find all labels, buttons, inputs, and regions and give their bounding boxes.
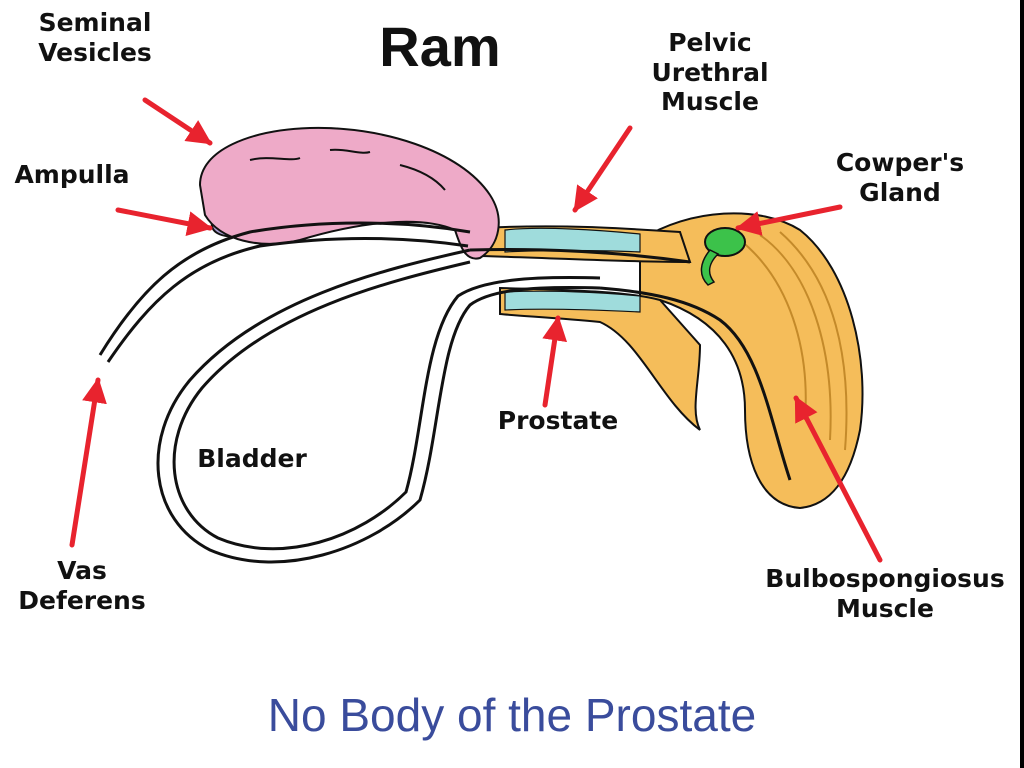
arrow-vas-deferens [69,377,107,548]
urethra-upper-line [469,248,691,264]
label-seminal-vesicles: Seminal Vesicles [20,8,170,67]
arrow-prostate [542,315,568,408]
bladder-inner-wall [172,260,601,551]
lower-prostate-lining [504,290,641,313]
urethra-lower-line [599,286,792,481]
arrow-bulbospongiosus-muscle [793,395,883,563]
bulbospongiosus-fiber [779,231,848,451]
diagram-title: Ram [379,15,501,78]
label-line: Cowper's [835,148,965,177]
frame-border [1020,0,1024,768]
label-line: Urethral [651,57,769,87]
label-line: Muscle [661,87,759,116]
label-line: Pelvic [668,28,752,57]
label-vas-deferens: Vas Deferens [4,556,160,615]
label-line: Gland [859,177,941,207]
label-line: Bladder [197,444,307,473]
seminal-vesicles-fold [329,148,371,154]
arrow-seminal-vesicles [142,97,213,146]
label-line: Vesicles [38,37,152,67]
label-cowpers-gland: Cowper's Gland [820,148,980,207]
vas-deferens-line [98,221,471,356]
label-ampulla: Ampulla [4,160,140,190]
label-line: Deferens [18,585,146,615]
arrow-pelvic-urethral-muscle [572,125,633,213]
label-line: Vas [57,556,107,585]
label-pelvic-urethral-muscle: Pelvic Urethral Muscle [630,28,790,117]
label-bulbospongiosus-muscle: Bulbospongiosus Muscle [750,564,1020,623]
label-line: Muscle [836,593,934,623]
diagram-caption: No Body of the Prostate [267,689,757,741]
arrow-cowpers-gland [735,204,843,236]
bulbospongiosus-fiber [739,239,807,421]
label-bladder: Bladder [182,444,322,474]
bulbospongiosus-fiber [759,234,832,441]
label-line: Prostate [497,406,619,435]
seminal-vesicles-fold [399,164,446,191]
seminal-vesicles-fold [249,157,301,161]
bladder-outer-wall [156,248,601,564]
vas-deferens-line [106,237,469,363]
label-line: Seminal [38,8,152,37]
cowpers-gland-duct [700,249,720,286]
label-prostate: Prostate [478,406,638,436]
arrow-ampulla [115,207,213,236]
label-line: Bulbospongiosus [765,564,1005,593]
cowpers-gland-shape [704,227,746,257]
label-line: Ampulla [14,160,130,189]
